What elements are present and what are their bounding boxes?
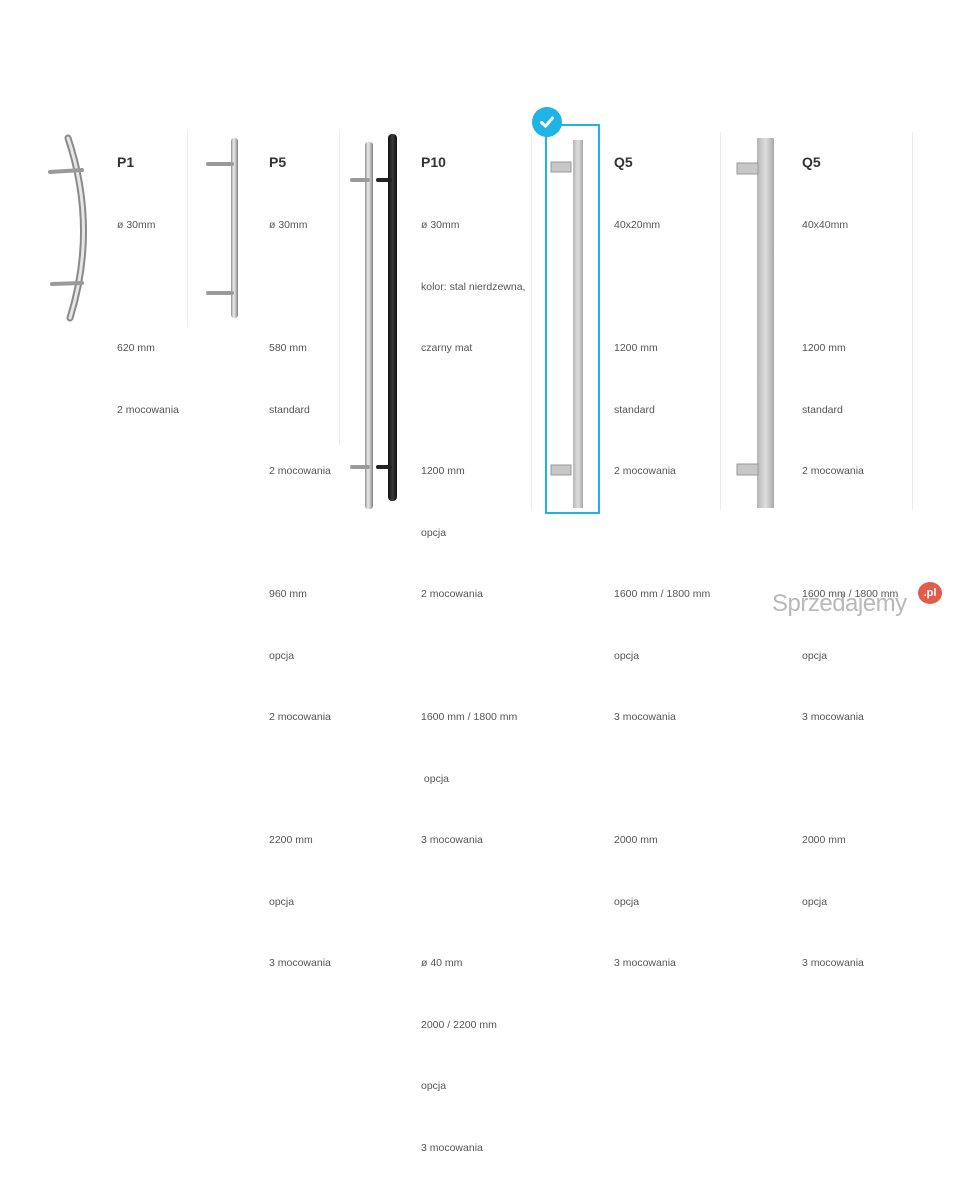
column-divider	[912, 132, 913, 510]
selected-check-badge[interactable]	[532, 107, 562, 137]
watermark-logo: Sprzedajemy	[772, 590, 907, 617]
spec-line: 3 mocowania	[269, 957, 331, 969]
spec-line: opcja	[802, 895, 828, 908]
spec-line	[614, 523, 710, 544]
spec-line	[802, 769, 898, 790]
spec-line: opcja	[421, 526, 447, 539]
spec-line: 1200 mm	[802, 342, 846, 354]
spec-line: 2 mocowania	[269, 465, 331, 477]
q5-40x40-handle-image	[736, 138, 774, 508]
spec-line: 2 mocowania	[117, 403, 179, 416]
check-icon	[540, 116, 554, 128]
spec-line: 2 mocowania	[269, 711, 331, 723]
spec-line: czarny mat	[421, 342, 473, 354]
q5-40x20-handle-image	[550, 140, 583, 508]
spec-line	[802, 277, 898, 298]
spec-line: 2 mocowania	[614, 465, 676, 477]
handle-illustrations	[48, 134, 774, 509]
p5-handle-image	[206, 138, 238, 318]
spec-line: 3 mocowania	[802, 957, 864, 969]
spec-line: standard	[269, 403, 310, 416]
spec-line: opcja	[614, 895, 640, 908]
spec-line	[117, 277, 179, 298]
spec-line: 3 mocowania	[421, 1141, 483, 1154]
product-title: P10	[421, 154, 446, 170]
spec-line: 1200 mm	[421, 465, 465, 477]
column-divider	[531, 132, 532, 510]
product-title: P1	[117, 154, 135, 170]
selected-product-frame[interactable]	[545, 124, 600, 514]
p10-handle-image	[350, 134, 397, 509]
spec-line	[802, 523, 898, 544]
spec-line	[269, 769, 331, 790]
spec-line: 1600 mm / 1800 mm	[802, 588, 899, 600]
spec-line: 3 mocowania	[614, 957, 676, 969]
spec-line: 1600 mm / 1800 mm	[614, 588, 711, 600]
spec-line	[614, 277, 710, 298]
spec-line: standard	[614, 403, 655, 416]
spec-line: kolor: stal nierdzewna,	[421, 280, 526, 293]
spec-line: ø 30mm	[269, 219, 308, 231]
spec-line: ø 30mm	[117, 219, 156, 231]
spec-list: ø 30mm 580 mm standard 2 mocowania 960 m…	[269, 174, 331, 1015]
spec-line: 3 mocowania	[614, 711, 676, 723]
spec-line: 3 mocowania	[421, 834, 483, 846]
spec-line: opcja	[269, 649, 295, 662]
spec-line: 580 mm	[269, 342, 307, 354]
p1-handle-image	[48, 134, 87, 322]
spec-line: 1600 mm / 1800 mm	[421, 711, 518, 723]
spec-line: opcja	[421, 1080, 447, 1092]
spec-line	[269, 277, 331, 298]
spec-line: 1200 mm	[614, 342, 658, 354]
spec-line: opcja	[802, 649, 828, 662]
product-title: Q5	[614, 154, 633, 170]
spec-list: 40x20mm 1200 mm standard 2 mocowania 160…	[614, 174, 710, 1015]
spec-line: standard	[802, 403, 843, 416]
spec-line: ø 40 mm	[421, 957, 463, 969]
spec-line	[269, 523, 331, 544]
column-divider	[339, 132, 340, 445]
spec-line: 2 mocowania	[421, 588, 483, 600]
spec-line: 960 mm	[269, 588, 307, 600]
spec-line	[614, 769, 710, 790]
spec-line	[421, 892, 525, 913]
column-divider	[187, 132, 188, 327]
spec-line: 40x40mm	[802, 219, 849, 231]
spec-line: 2200 mm	[269, 834, 313, 846]
spec-line	[421, 400, 525, 421]
spec-line: opcja	[614, 649, 640, 662]
spec-line: 2000 mm	[614, 834, 658, 846]
spec-line: 40x20mm	[614, 219, 661, 231]
spec-line: 2000 mm	[802, 834, 846, 846]
spec-line: 2000 / 2200 mm	[421, 1018, 497, 1031]
spec-line: ø 30mm	[421, 219, 460, 231]
watermark-badge: .pl	[918, 582, 942, 604]
spec-list: ø 30mm kolor: stal nierdzewna, czarny ma…	[421, 174, 525, 1199]
spec-line: 2 mocowania	[802, 465, 864, 477]
column-divider	[720, 132, 721, 510]
spec-line: 620 mm	[117, 342, 155, 354]
product-title: P5	[269, 154, 287, 170]
spec-line: 3 mocowania	[802, 711, 864, 723]
product-title: Q5	[802, 154, 821, 170]
spec-line: opcja	[269, 895, 295, 908]
spec-line: opcja	[421, 772, 450, 785]
spec-line	[421, 646, 525, 667]
spec-list: ø 30mm 620 mm 2 mocowania	[117, 174, 179, 461]
